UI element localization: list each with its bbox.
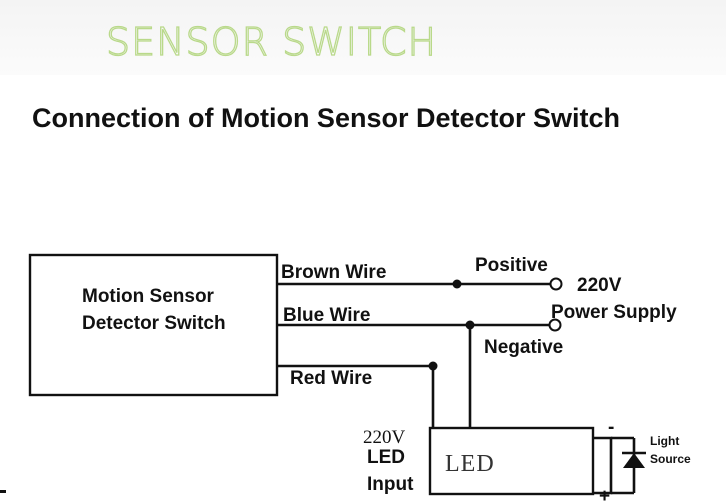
light-source-label-line2: Source xyxy=(650,452,691,466)
motion-sensor-box xyxy=(28,253,279,397)
light-source-loop xyxy=(593,436,613,495)
power-supply-label: Power Supply xyxy=(551,302,677,323)
diagram-title: Connection of Motion Sensor Detector Swi… xyxy=(32,103,620,133)
red-junction-dot xyxy=(428,361,438,371)
voltage-label: 220V xyxy=(577,275,622,296)
led-input-line2: Input xyxy=(367,474,414,495)
negative-terminal xyxy=(548,318,562,332)
led-input-voltage: 220V xyxy=(363,427,406,448)
led-input-line1: LED xyxy=(367,447,405,468)
edge-mark xyxy=(0,490,6,493)
switch-label-line1: Motion Sensor xyxy=(82,286,215,307)
red-wire-label: Red Wire xyxy=(290,368,372,389)
banner-background xyxy=(0,0,726,75)
negative-label: Negative xyxy=(484,337,563,358)
positive-terminal xyxy=(549,277,563,291)
switch-label-line2: Detector Switch xyxy=(82,313,226,334)
light-source-label-line1: Light xyxy=(650,434,679,448)
blue-wire-label: Blue Wire xyxy=(283,305,370,326)
led-driver-box xyxy=(428,426,595,496)
positive-label: Positive xyxy=(475,255,548,276)
banner-text: SENSOR SWITCH xyxy=(106,20,437,64)
brown-junction-dot xyxy=(452,279,462,289)
light-source-plus: + xyxy=(599,486,610,502)
diode-icon xyxy=(623,453,645,468)
light-source-minus: - xyxy=(608,417,614,438)
led-box-label: LED xyxy=(445,451,495,477)
brown-wire-label: Brown Wire xyxy=(281,262,386,283)
